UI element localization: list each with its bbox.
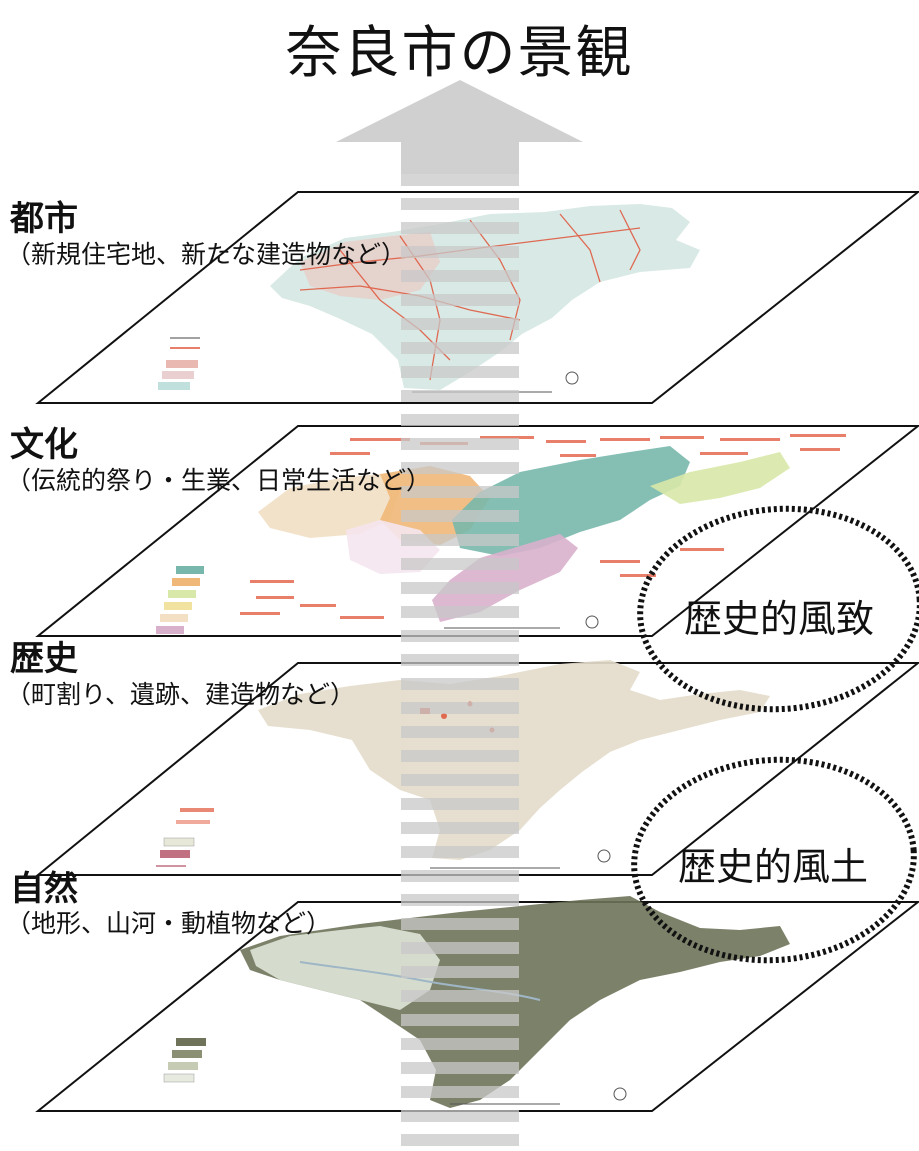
arrow-stripe: [401, 534, 519, 546]
layer-culture: [35, 425, 919, 637]
arrow-stripe: [401, 822, 519, 834]
nature-scale-bar: [450, 1087, 627, 1105]
circle-rekishiteki-fudo: [631, 756, 917, 964]
layer-history-subtitle: （町割り、遺跡、建造物など）: [6, 680, 356, 709]
arrow-stripe: [401, 654, 519, 666]
city-legend: [158, 337, 200, 390]
arrow-stripe: [401, 1134, 519, 1146]
arrow-stripe: [401, 606, 519, 618]
arrow-stripe: [401, 582, 519, 594]
arrow-stripe: [401, 486, 519, 498]
arrow-stripe: [401, 294, 519, 306]
arrow-head: [336, 80, 583, 142]
culture-scale-bar: [444, 615, 599, 629]
page-title: 奈良市の景観: [285, 21, 634, 86]
layer-history-title: 歴史: [10, 639, 78, 679]
culture-zone-far-east: [650, 452, 790, 504]
arrow-stripe: [401, 246, 519, 258]
arrow-stripe: [401, 702, 519, 714]
arrow-shaft-stripes: [401, 174, 519, 1146]
history-legend: [156, 808, 214, 867]
arrow-stripe: [401, 750, 519, 762]
arrow-stripe: [401, 678, 519, 690]
culture-zone-south: [432, 534, 578, 622]
layer-nature-title: 自然: [10, 869, 78, 909]
layer-city-title: 都市: [10, 199, 78, 239]
arrow-stripe: [401, 198, 519, 210]
arrow-stripe: [401, 222, 519, 234]
arrow-stripe: [401, 1038, 519, 1050]
culture-zone-east: [452, 446, 690, 556]
arrow-stripe: [401, 558, 519, 570]
layer-nature-subtitle: （地形、山河・動植物など）: [6, 909, 332, 938]
arrow-stripe: [401, 918, 519, 930]
arrow-shaft-top: [401, 142, 519, 174]
upward-arrow: [336, 80, 583, 174]
arrow-stripe: [401, 390, 519, 402]
arrow-stripe: [401, 174, 519, 186]
culture-legend: [156, 566, 204, 634]
nature-legend: [163, 1038, 206, 1083]
layer-culture-subtitle: （伝統的祭り・生業、日常生活など）: [6, 466, 432, 495]
arrow-stripe: [401, 1062, 519, 1074]
arrow-stripe: [401, 1110, 519, 1122]
culture-zone-west: [258, 474, 400, 538]
arrow-stripe: [401, 870, 519, 882]
arrow-stripe: [401, 462, 519, 474]
arrow-stripe: [401, 798, 519, 810]
arrow-stripe: [401, 1014, 519, 1026]
layer-city-subtitle: （新規住宅地、新たな建造物など）: [6, 240, 407, 269]
history-scale-bar: [430, 849, 611, 869]
arrow-stripe: [401, 630, 519, 642]
arrow-stripe: [401, 966, 519, 978]
arrow-stripe: [401, 990, 519, 1002]
label-rekishiteki-fuchi: 歴史的風致: [684, 597, 875, 641]
arrow-stripe: [401, 510, 519, 522]
arrow-stripe: [401, 318, 519, 330]
arrow-stripe: [401, 894, 519, 906]
arrow-stripe: [401, 438, 519, 450]
arrow-stripe: [401, 1086, 519, 1098]
layer-culture-title: 文化: [10, 425, 78, 465]
arrow-stripe: [401, 774, 519, 786]
arrow-stripe: [401, 342, 519, 354]
arrow-stripe: [401, 942, 519, 954]
arrow-stripe: [401, 846, 519, 858]
arrow-stripe: [401, 270, 519, 282]
arrow-stripe: [401, 366, 519, 378]
arrow-stripe: [401, 414, 519, 426]
label-rekishiteki-fudo: 歴史的風土: [678, 845, 869, 889]
arrow-stripe: [401, 726, 519, 738]
circle-rekishiteki-fuchi: [637, 505, 919, 713]
